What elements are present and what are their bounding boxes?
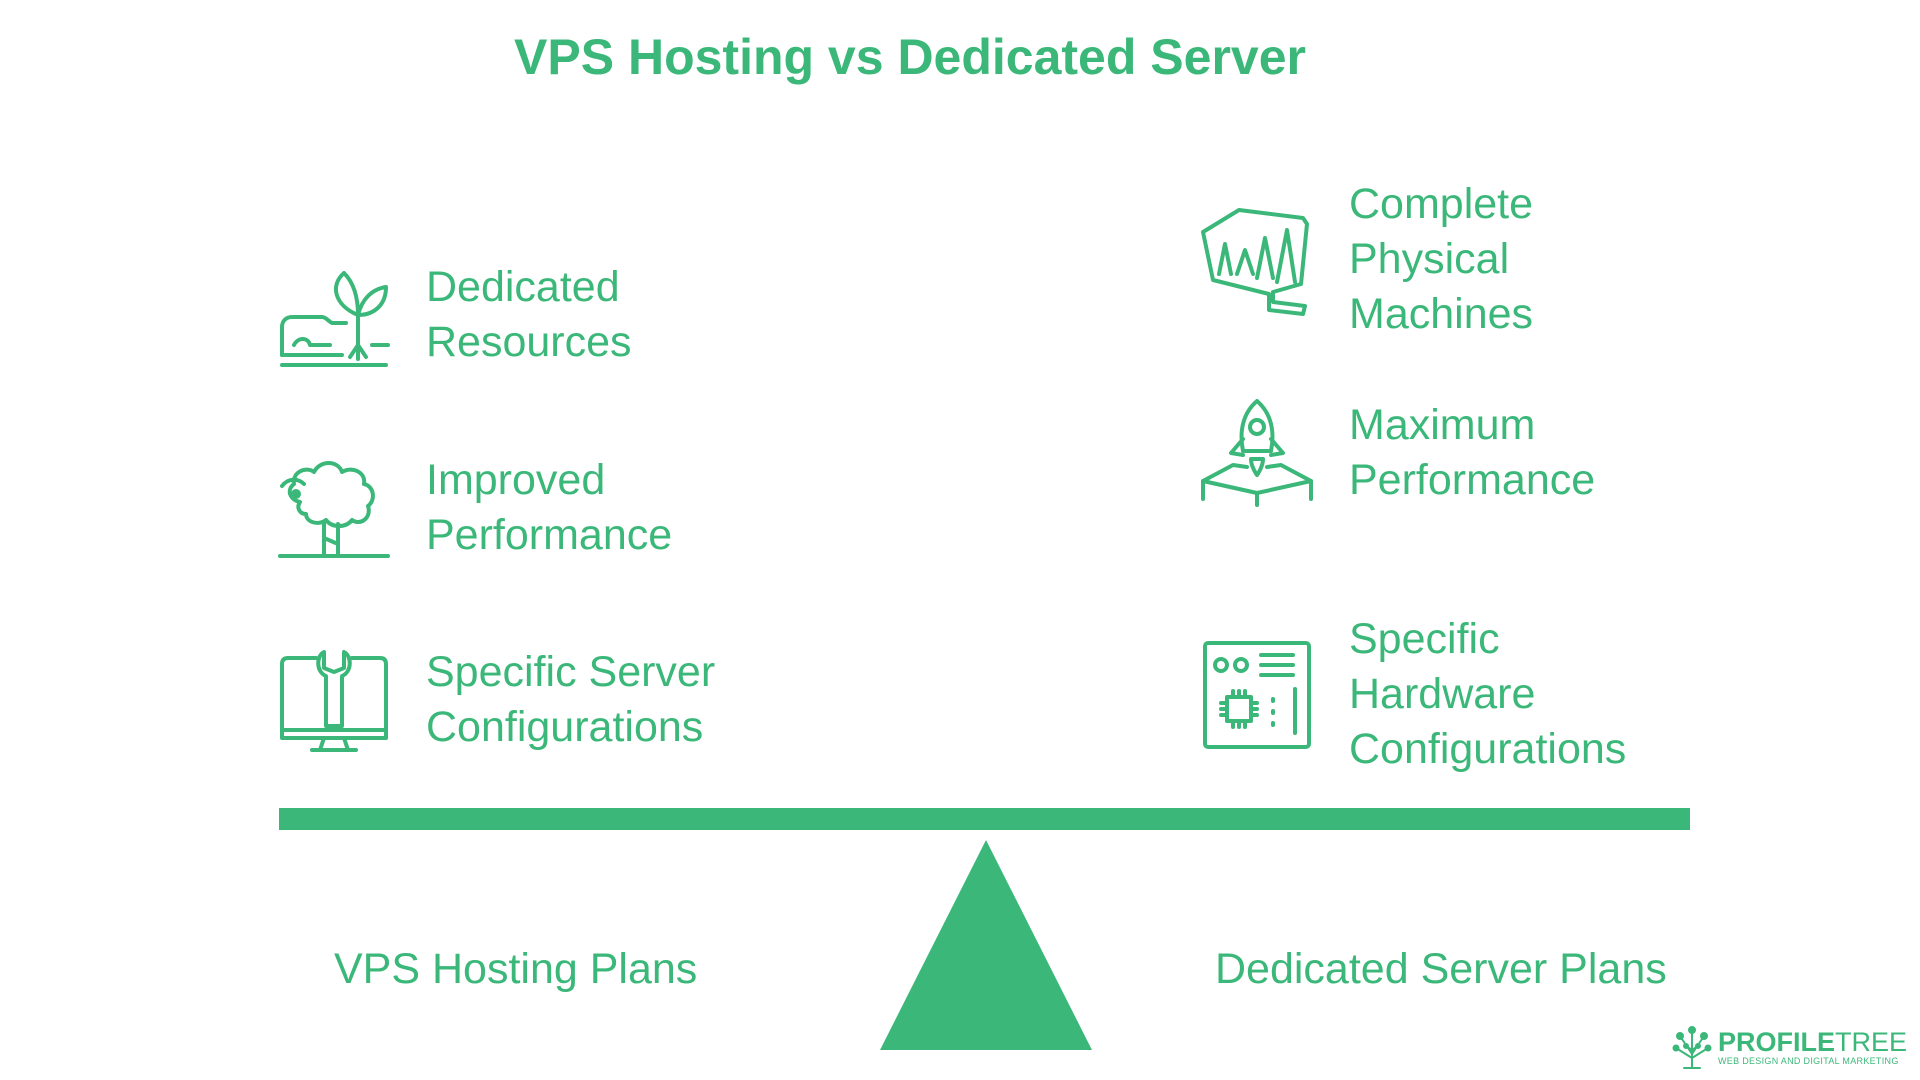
feature-maximum-performance: Maximum Performance: [1199, 395, 1595, 511]
plant-seedling-icon: [276, 257, 392, 373]
feature-improved-performance: Improved Performance: [276, 450, 672, 566]
feature-label: Specific Server Configurations: [426, 648, 716, 751]
fist-icon: [1199, 202, 1315, 318]
logo-wordmark: PROFILETREE: [1718, 1026, 1908, 1057]
seesaw-beam: [279, 808, 1690, 830]
vps-hosting-plans-label: VPS Hosting Plans: [334, 945, 698, 993]
monitor-wrench-icon: [276, 642, 392, 758]
feature-label: Improved Performance: [426, 456, 673, 559]
feature-label: Specific Hardware Configurations: [1349, 615, 1627, 773]
dedicated-server-plans-label: Dedicated Server Plans: [1215, 945, 1667, 993]
rocket-launch-icon: [1199, 395, 1315, 511]
feature-label: Dedicated Resources: [426, 263, 632, 366]
page-title: VPS Hosting vs Dedicated Server: [514, 29, 1306, 85]
profiletree-logo: PROFILETREE WEB DESIGN AND DIGITAL MARKE…: [1672, 1024, 1907, 1070]
logo-tagline: WEB DESIGN AND DIGITAL MARKETING: [1718, 1055, 1899, 1066]
feature-complete-physical-machines: Complete Physical Machines: [1199, 177, 1533, 342]
tree-logo-icon: [1672, 1026, 1712, 1069]
feature-dedicated-resources: Dedicated Resources: [276, 257, 632, 373]
feature-specific-hardware-configurations: Specific Hardware Configurations: [1199, 612, 1626, 777]
feature-label: Maximum Performance: [1349, 401, 1596, 504]
circuit-board-icon: [1199, 637, 1315, 753]
feature-specific-server-configurations: Specific Server Configurations: [276, 642, 715, 758]
tree-icon: [276, 450, 392, 566]
feature-label: Complete Physical Machines: [1349, 180, 1534, 338]
seesaw-fulcrum: [880, 840, 1092, 1050]
